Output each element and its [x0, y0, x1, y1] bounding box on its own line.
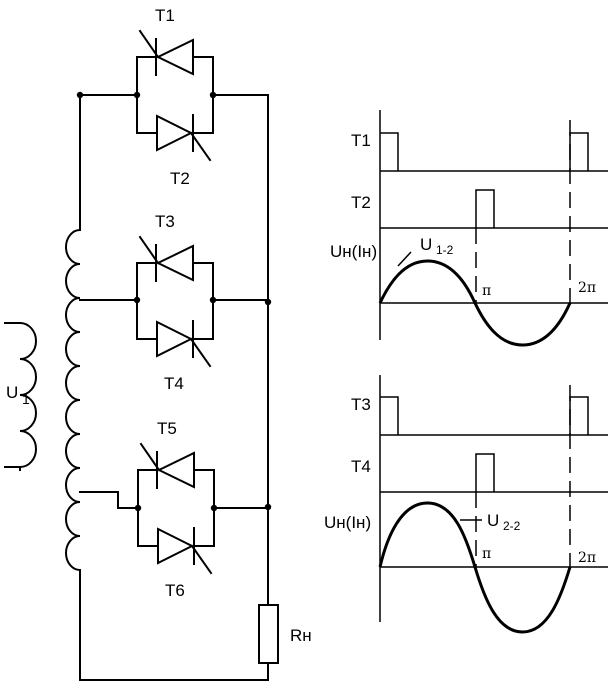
thyristor-pair-2 — [136, 235, 214, 368]
graph-bottom — [378, 375, 608, 634]
label-t6: T6 — [165, 581, 185, 600]
thyristor-t5 — [139, 442, 195, 489]
junction-dots — [76, 91, 272, 512]
label-t3: T3 — [155, 212, 175, 231]
graph-top-t1-label: T1 — [351, 131, 371, 150]
thyristor-pair-1 — [136, 29, 214, 162]
graph-top-t2-label: T2 — [351, 193, 371, 212]
thyristor-t2 — [156, 114, 212, 162]
source-subscript: 1 — [22, 391, 30, 407]
graph-bottom-curve-label: U — [487, 511, 499, 530]
load-label: Rн — [290, 626, 312, 645]
label-t5: T5 — [157, 419, 177, 438]
graph-top-wave-label: Uн(Iн) — [330, 242, 377, 261]
source-label: U — [6, 383, 18, 402]
graph-top-curve-subscript: 1-2 — [436, 243, 454, 257]
load-resistor — [258, 604, 279, 664]
graph-top — [378, 110, 608, 347]
graph-bottom-t3-label: T3 — [351, 395, 371, 414]
graph-bottom-pi: π — [482, 546, 491, 562]
thyristor-t6 — [157, 527, 213, 575]
graph-bottom-curve-subscript: 2-2 — [503, 519, 521, 533]
graph-top-2pi: 2π — [578, 280, 596, 296]
graph-bottom-2pi: 2π — [578, 550, 596, 566]
primary-winding — [4, 322, 37, 471]
thyristor-t3 — [138, 235, 194, 282]
thyristor-t4 — [156, 320, 212, 368]
label-t1: T1 — [155, 6, 175, 25]
secondary-winding — [65, 229, 81, 571]
thyristor-pair-3 — [137, 442, 215, 575]
graph-bottom-t4-label: T4 — [351, 457, 371, 476]
label-t4: T4 — [164, 374, 184, 393]
graph-top-curve-label: U — [420, 235, 432, 254]
graph-top-pi: π — [482, 283, 491, 299]
wiring — [79, 94, 269, 681]
label-t2: T2 — [170, 169, 190, 188]
thyristor-t1 — [138, 29, 194, 76]
graph-bottom-wave-label: Uн(Iн) — [324, 513, 371, 532]
